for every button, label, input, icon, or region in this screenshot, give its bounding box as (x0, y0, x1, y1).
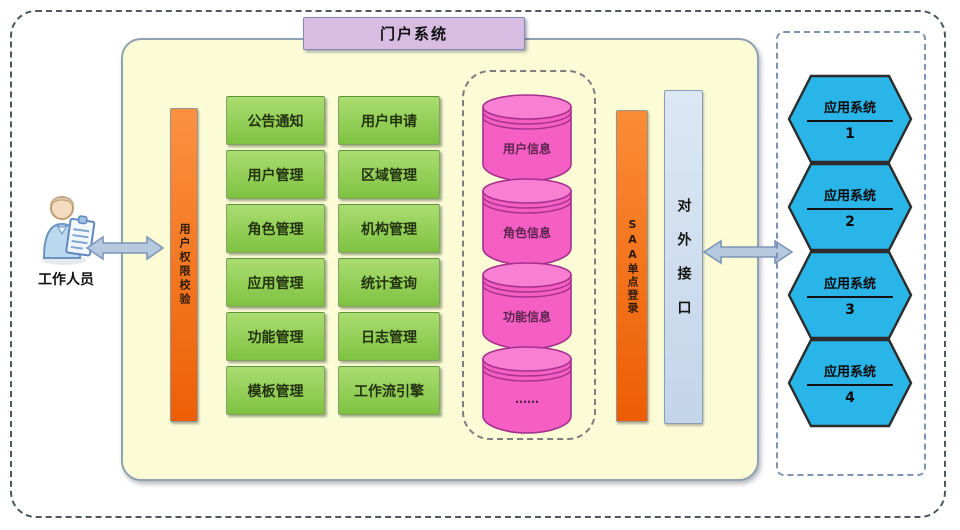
diagram-title: 门户系统 (303, 17, 525, 50)
double-arrow-icon-left (85, 234, 165, 262)
worker-icon (34, 194, 98, 266)
module-role-mgmt: 角色管理 (226, 204, 325, 253)
auth-bar: 用户权限校验 (170, 108, 198, 422)
sso-bar: SAA单点登录 (616, 110, 648, 422)
outer-dashed-frame (10, 10, 946, 518)
external-interface-label: 对外接口 (675, 198, 692, 334)
database-label: 用户信息 (502, 142, 551, 156)
database-cylinder-more: …… (480, 344, 574, 436)
database-cylinder-role-info: 角色信息 (480, 176, 574, 268)
module-workflow-engine: 工作流引擎 (338, 366, 440, 415)
hexagon-divider (807, 207, 893, 210)
module-grid: 公告通知 用户申请 用户管理 区域管理 角色管理 机构管理 应用管理 统计查询 … (226, 96, 440, 415)
external-systems-dashed-frame (776, 31, 926, 476)
database-label: 角色信息 (502, 226, 551, 240)
app-system-number: 3 (845, 301, 855, 318)
app-system-name: 应用系统 (823, 276, 876, 292)
app-system-hexagon-1: 应用系统 1 (787, 74, 913, 164)
database-cylinder-user-info: 用户信息 (480, 92, 574, 184)
app-system-name: 应用系统 (823, 188, 876, 204)
database-cylinder-function-info: 功能信息 (480, 260, 574, 352)
hexagon-divider (807, 119, 893, 122)
app-system-number: 4 (845, 389, 855, 406)
sso-bar-label: SAA单点登录 (626, 217, 639, 315)
app-system-number: 2 (845, 213, 855, 230)
app-system-number: 1 (845, 125, 855, 142)
hexagon-divider (807, 295, 893, 298)
module-announcement: 公告通知 (226, 96, 325, 145)
module-org-mgmt: 机构管理 (338, 204, 440, 253)
module-log-mgmt: 日志管理 (338, 312, 440, 361)
database-dashed-frame (462, 70, 596, 440)
app-system-name: 应用系统 (823, 100, 876, 116)
app-system-name: 应用系统 (823, 364, 876, 380)
module-template-mgmt: 模板管理 (226, 366, 325, 415)
app-system-hexagon-3: 应用系统 3 (787, 250, 913, 340)
module-app-mgmt: 应用管理 (226, 258, 325, 307)
app-system-hexagon-4: 应用系统 4 (787, 338, 913, 428)
database-label: …… (515, 392, 539, 406)
database-label: 功能信息 (502, 310, 551, 324)
module-region-mgmt: 区域管理 (338, 150, 440, 199)
app-system-hexagon-2: 应用系统 2 (787, 162, 913, 252)
module-user-mgmt: 用户管理 (226, 150, 325, 199)
external-interface-bar: 对外接口 (664, 90, 703, 424)
auth-bar-label: 用户权限校验 (178, 223, 191, 307)
module-function-mgmt: 功能管理 (226, 312, 325, 361)
worker-label: 工作人员 (38, 272, 94, 288)
module-stats-query: 统计查询 (338, 258, 440, 307)
hexagon-divider (807, 383, 893, 386)
module-user-apply: 用户申请 (338, 96, 440, 145)
double-arrow-icon-right (702, 238, 794, 266)
